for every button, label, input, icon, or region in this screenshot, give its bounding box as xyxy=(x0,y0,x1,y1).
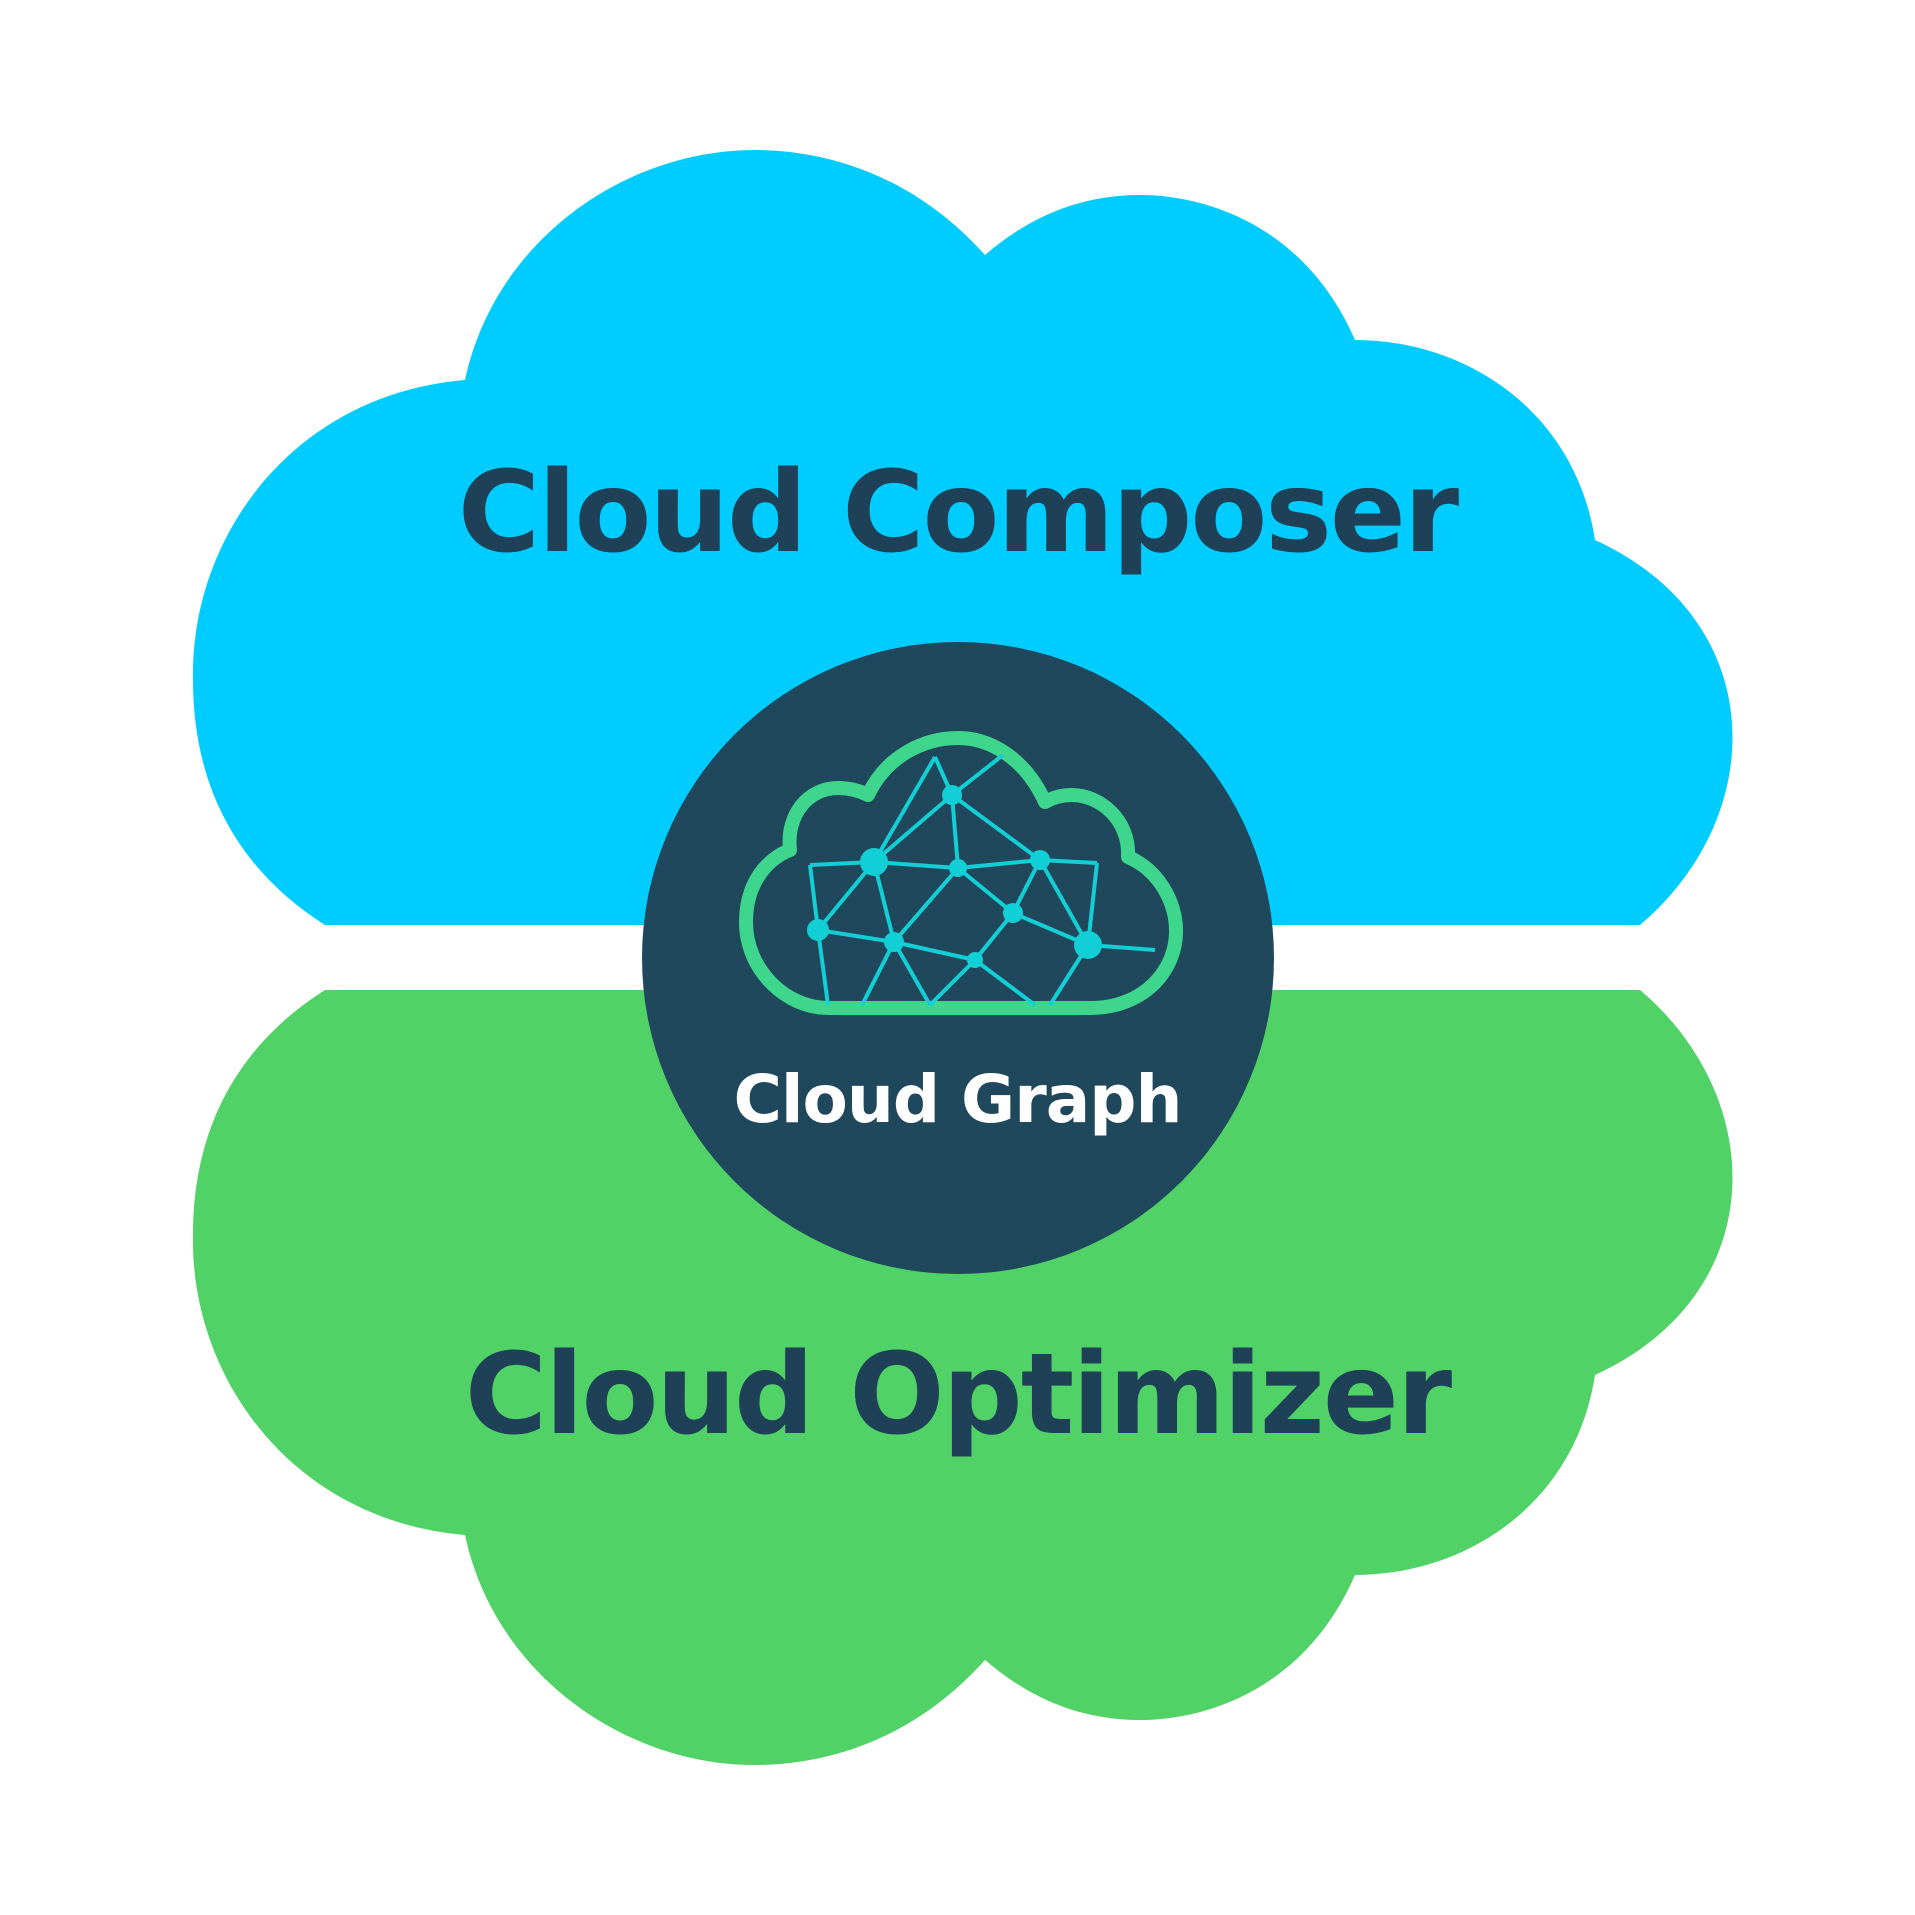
logo-node xyxy=(860,848,888,876)
logo-edge xyxy=(873,860,959,870)
logo-edge xyxy=(860,941,896,1006)
logo-cloud-outline xyxy=(739,731,1183,1015)
logo-edge xyxy=(1038,859,1090,946)
logo-edge xyxy=(957,858,1041,870)
cloud-graph-label: Cloud Graph xyxy=(733,1061,1182,1138)
logo-node xyxy=(967,952,983,968)
logo-edge xyxy=(872,755,937,864)
logo-network-edges xyxy=(808,753,1156,1007)
logo-node xyxy=(884,932,904,952)
logo-edge xyxy=(973,911,1015,962)
logo-node xyxy=(942,785,962,805)
logo-edge xyxy=(950,793,1042,862)
logo-edge xyxy=(973,958,1037,1007)
cloud-network-icon xyxy=(739,731,1183,1015)
logo-edge xyxy=(893,940,976,962)
logo-edge xyxy=(816,860,876,932)
logo-edge xyxy=(872,793,954,864)
logo-edge xyxy=(950,753,1005,797)
cloud-optimizer-label: Cloud Optimizer xyxy=(464,1330,1452,1460)
cloud-optimizer-shape xyxy=(192,990,1733,1765)
logo-edge xyxy=(928,958,977,1007)
logo-edge xyxy=(956,866,1015,915)
logo-node xyxy=(1030,850,1050,870)
logo-edge xyxy=(950,794,960,869)
logo-node xyxy=(807,919,829,941)
cloud-composer-label: Cloud Composer xyxy=(457,448,1459,578)
cloud-composer-shape xyxy=(192,150,1733,925)
logo-node xyxy=(1074,931,1102,959)
logo-edge xyxy=(817,928,895,944)
logo-node xyxy=(949,859,967,877)
logo-edge xyxy=(816,929,830,1006)
logo-edge xyxy=(892,866,960,944)
logo-network-nodes xyxy=(807,785,1102,968)
logo-node xyxy=(1003,903,1023,923)
logo-edge xyxy=(892,941,932,1006)
